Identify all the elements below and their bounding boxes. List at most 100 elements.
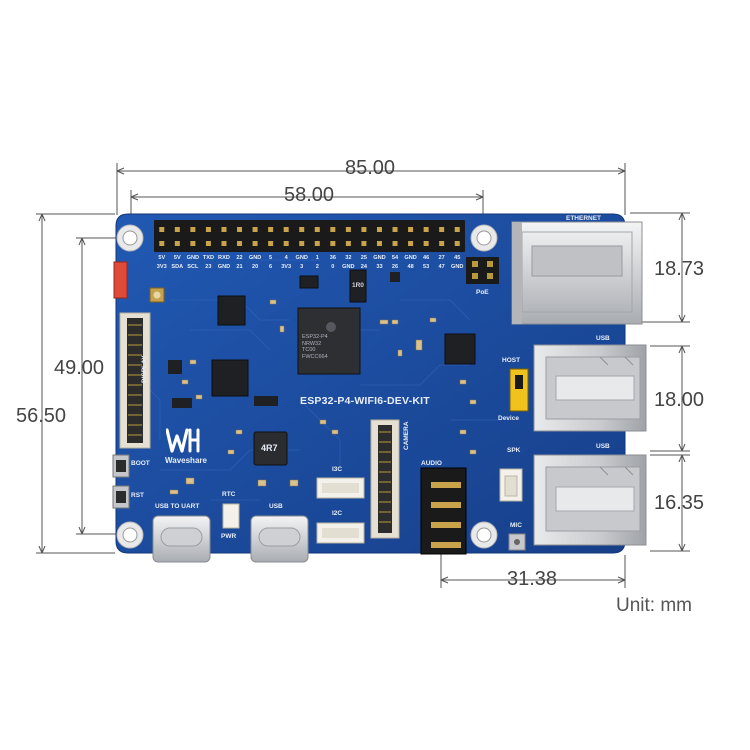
host-device-switch bbox=[509, 368, 529, 412]
header-pin-label: GND bbox=[186, 255, 200, 261]
antenna-connector bbox=[149, 287, 165, 303]
header-pin bbox=[454, 241, 460, 246]
smd-components bbox=[169, 299, 477, 495]
header-pin bbox=[159, 241, 165, 246]
i3c-connector bbox=[316, 477, 365, 499]
header-pin-label: 53 bbox=[423, 264, 430, 270]
header-pin bbox=[159, 227, 165, 232]
label-spk: SPK bbox=[507, 447, 521, 454]
header-pin-label: GND bbox=[342, 264, 355, 270]
header-pin-label: 1 bbox=[315, 255, 319, 261]
header-pin bbox=[392, 241, 398, 246]
label-usb-upper: USB bbox=[596, 335, 610, 342]
header-pin-label: 2 bbox=[315, 264, 319, 270]
chip-marking: ESP32-P4 NRW32 TC00 FWCC664 bbox=[302, 334, 358, 360]
chip-line: TC00 bbox=[302, 347, 316, 353]
header-pin-label: 54 bbox=[391, 255, 399, 261]
audio-jack bbox=[420, 467, 467, 555]
header-pin bbox=[423, 241, 429, 246]
header-pin bbox=[237, 241, 243, 246]
ethernet-jack bbox=[511, 221, 643, 325]
label-rst: RST bbox=[131, 492, 144, 499]
label-usb-to-uart: USB TO UART bbox=[155, 503, 200, 510]
header-pin-label: 21 bbox=[236, 264, 243, 270]
label-device: Device bbox=[498, 415, 519, 422]
dim-total-width: 85.00 bbox=[345, 157, 396, 179]
header-pin-label: GND bbox=[450, 264, 464, 270]
label-audio: AUDIO bbox=[421, 460, 442, 467]
chip-line: NRW32 bbox=[302, 340, 322, 347]
board-model-title: ESP32-P4-WIFI6-DEV-KIT bbox=[300, 395, 430, 407]
header-pin-label: SDA bbox=[171, 264, 184, 270]
header-pin bbox=[174, 227, 180, 232]
header-pin-label: SCL bbox=[187, 264, 199, 270]
header-pin bbox=[299, 227, 305, 232]
label-usb-lower: USB bbox=[596, 443, 610, 450]
header-pin-label: 3 bbox=[300, 264, 304, 270]
header-pin bbox=[283, 241, 289, 246]
header-pin bbox=[314, 227, 320, 232]
mounting-holes bbox=[116, 224, 498, 549]
dim-ethernet-height: 18.73 bbox=[654, 258, 705, 280]
header-pin bbox=[408, 227, 414, 232]
header-pin bbox=[314, 241, 320, 246]
header-pin-label: 0 bbox=[331, 264, 335, 270]
battery-holder bbox=[113, 261, 128, 299]
header-pin-label: 4 bbox=[284, 255, 288, 261]
label-usb-c: USB bbox=[269, 503, 283, 510]
speaker-connector bbox=[499, 468, 523, 502]
header-pin bbox=[221, 227, 227, 232]
label-mic: MIC bbox=[510, 522, 522, 529]
header-pin-label: 3V3 bbox=[156, 264, 167, 270]
header-pin bbox=[330, 241, 336, 246]
dim-usb-upper-height: 18.00 bbox=[654, 389, 705, 411]
header-pin bbox=[252, 241, 258, 246]
header-pin bbox=[376, 227, 382, 232]
inductor-4r7 bbox=[253, 431, 288, 466]
esp32-p4-chip bbox=[297, 307, 361, 375]
boot-button bbox=[112, 454, 130, 478]
usb-a-lower bbox=[533, 454, 647, 546]
header-pin-label: 3V3 bbox=[281, 264, 292, 270]
dimension-lines bbox=[36, 163, 690, 588]
chip-line: ESP32-P4 bbox=[302, 334, 328, 340]
header-pin-label: 5V bbox=[158, 255, 166, 261]
usb-c-power bbox=[250, 515, 309, 563]
header-pin-label: 48 bbox=[407, 264, 414, 270]
header-pin bbox=[392, 227, 398, 232]
header-pin-label: GND bbox=[295, 255, 308, 261]
header-pin-label: 33 bbox=[376, 264, 383, 270]
dim-usb-lower-height: 16.35 bbox=[654, 492, 705, 514]
header-pin-label: 22 bbox=[236, 255, 243, 261]
header-pin bbox=[268, 227, 274, 232]
header-pin-label: 25 bbox=[360, 255, 368, 261]
header-pin bbox=[330, 227, 336, 232]
header-pin bbox=[252, 227, 258, 232]
usb-c-uart bbox=[152, 515, 211, 563]
header-pin bbox=[408, 241, 414, 246]
header-pin bbox=[237, 227, 243, 232]
header-pin-label: RXD bbox=[218, 255, 230, 261]
header-pin-label: 5V bbox=[173, 255, 181, 261]
label-i3c: I3C bbox=[332, 466, 343, 473]
header-pin-label: GND bbox=[404, 255, 417, 261]
header-pin-label: GND bbox=[248, 255, 262, 261]
header-pin bbox=[439, 227, 445, 232]
label-i2c: I2C bbox=[332, 510, 343, 517]
header-pin-label: 27 bbox=[438, 255, 445, 261]
usb-a-upper bbox=[533, 344, 647, 432]
label-display: DISPLAY bbox=[141, 355, 148, 383]
header-pin-label: 32 bbox=[345, 255, 352, 261]
header-pin bbox=[454, 227, 460, 232]
rtc-connector bbox=[222, 503, 240, 529]
header-pin bbox=[221, 241, 227, 246]
header-pin-label: 24 bbox=[360, 264, 368, 270]
header-pin-label: GND bbox=[217, 264, 231, 270]
gpio-header bbox=[154, 220, 465, 252]
dim-total-height: 56.50 bbox=[16, 405, 67, 427]
header-pin-label: 20 bbox=[251, 264, 259, 270]
header-pin bbox=[174, 241, 180, 246]
